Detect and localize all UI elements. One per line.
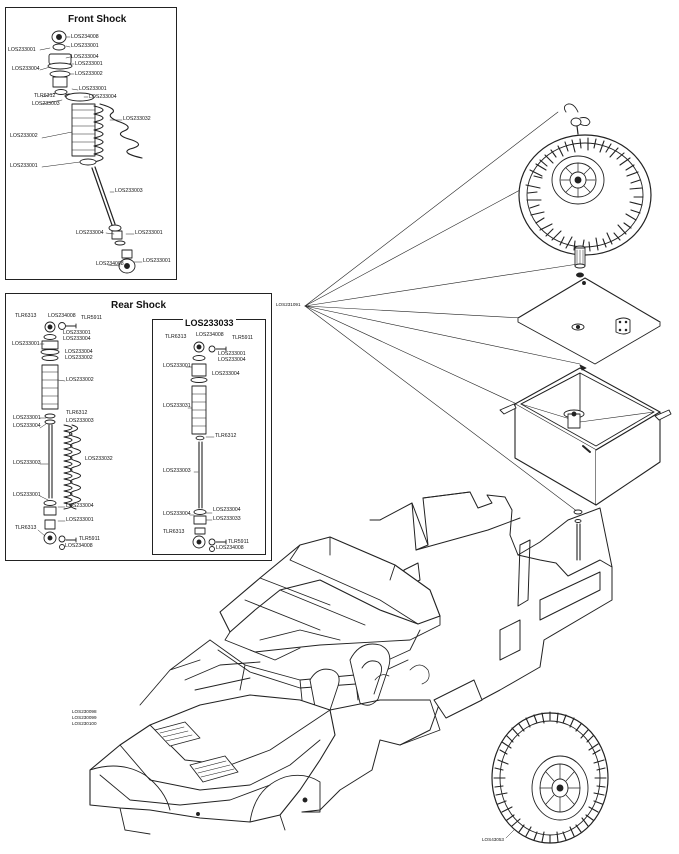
rear-part-label: LOS233001 — [13, 492, 41, 498]
rear-part-label: LOS233004 — [13, 423, 41, 429]
inset-part-label: TLR6313 — [165, 334, 187, 340]
callout-fan-lines — [304, 111, 581, 513]
front-part-label: LOS234008 — [96, 261, 124, 267]
front-part-label: LOS234008 — [71, 34, 99, 40]
front-part-label: LOS233001 — [10, 163, 38, 169]
battery-box-drawing — [499, 364, 672, 506]
inset-title: LOS233033 — [183, 318, 236, 328]
rear-shock-title: Rear Shock — [111, 300, 167, 311]
rear-part-label: TLR6313 — [15, 313, 37, 319]
front-part-label: LOS233032 — [123, 116, 151, 122]
inset-part-label: LOS233001 — [218, 351, 246, 357]
rear-part-label: TLR5911 — [79, 536, 100, 542]
rear-part-label: LOS233004 — [63, 336, 91, 342]
front-part-label: LOS233001 — [135, 230, 163, 236]
rear-part-label: LOS233004 — [65, 349, 93, 355]
front-part-label: LOS233001 — [75, 61, 103, 67]
rear-part-label: LOS233003 — [13, 460, 41, 466]
rear-part-label: LOS234008 — [48, 313, 76, 319]
rear-part-label: TLR6312 — [66, 410, 88, 416]
chassis-tray-drawing — [301, 491, 613, 813]
rear-part-label: LOS234008 — [65, 543, 93, 549]
rear-part-label: LOS233001 — [63, 330, 91, 336]
rear-part-label: LOS233002 — [66, 377, 94, 383]
front-part-label: LOS233004 — [12, 66, 40, 72]
rear-part-label: LOS233002 — [65, 355, 93, 361]
body-part-label: LOS230099 — [72, 715, 97, 720]
inset-part-label: LOS233003 — [163, 468, 191, 474]
rear-part-label: LOS233001 — [12, 341, 40, 347]
rear-part-label: TLR6313 — [15, 525, 37, 531]
front-part-label: LOS233001 — [143, 258, 171, 264]
rear-part-label: LOS233001 — [13, 415, 41, 421]
inset-part-label: LOS233004 — [163, 511, 191, 517]
inset-part-label: LOS234008 — [196, 332, 224, 338]
front-part-label: LOS233004 — [76, 230, 104, 236]
wing-nut-drawing — [563, 103, 591, 135]
box-lid-drawing — [517, 277, 661, 365]
rear-part-label: LOS233004 — [66, 503, 94, 509]
inset-part-label: LOS233031 — [163, 403, 191, 409]
inset-part-label: LOS234008 — [216, 545, 244, 551]
inset-part-label: TLR5911 — [232, 335, 253, 341]
tire-mount-post — [574, 245, 586, 278]
inset-part-label: TLR5911 — [228, 539, 249, 545]
front-part-label: LOS233004 — [71, 54, 99, 60]
front-part-label: LOS233001 — [8, 47, 36, 53]
front-part-label: LOS233004 — [89, 94, 117, 100]
rear-part-label: TLR5911 — [81, 315, 102, 321]
front-part-label: TLR6312 — [34, 93, 56, 99]
rear-part-label: LOS233001 — [66, 517, 94, 523]
inset-part-label: LOS233004 — [218, 357, 246, 363]
spare-tire-drawing — [518, 134, 652, 256]
rear-part-label: LOS233003 — [66, 418, 94, 424]
wheel-part-label: LOS43053 — [482, 837, 504, 842]
inset-part-label: LOS233033 — [213, 516, 241, 522]
body-part-label: LOS230098 — [72, 709, 97, 714]
front-shock-title: Front Shock — [68, 14, 127, 25]
rear-shock-inset-panel: LOS233033 — [152, 318, 266, 555]
callout-label: LOS231091 — [276, 302, 301, 307]
front-part-label: LOS233001 — [71, 43, 99, 49]
body-shell-drawing — [89, 536, 441, 835]
wheel-drawing — [491, 711, 609, 844]
mount-screw-drawing — [573, 509, 583, 561]
inset-part-label: LOS233004 — [213, 507, 241, 513]
inset-part-label: LOS233004 — [212, 371, 240, 377]
inset-part-label: TLR6313 — [163, 529, 185, 535]
inset-part-label: LOS233001 — [163, 363, 191, 369]
front-part-label: LOS233002 — [10, 133, 38, 139]
body-part-label: LOS230100 — [72, 721, 97, 726]
front-part-label: LOS233001 — [79, 86, 107, 92]
rear-part-label: LOS233032 — [85, 456, 113, 462]
front-part-label: LOS233003 — [32, 101, 60, 107]
inset-part-label: TLR6312 — [215, 433, 237, 439]
front-part-label: LOS233003 — [115, 188, 143, 194]
front-part-label: LOS233002 — [75, 71, 103, 77]
